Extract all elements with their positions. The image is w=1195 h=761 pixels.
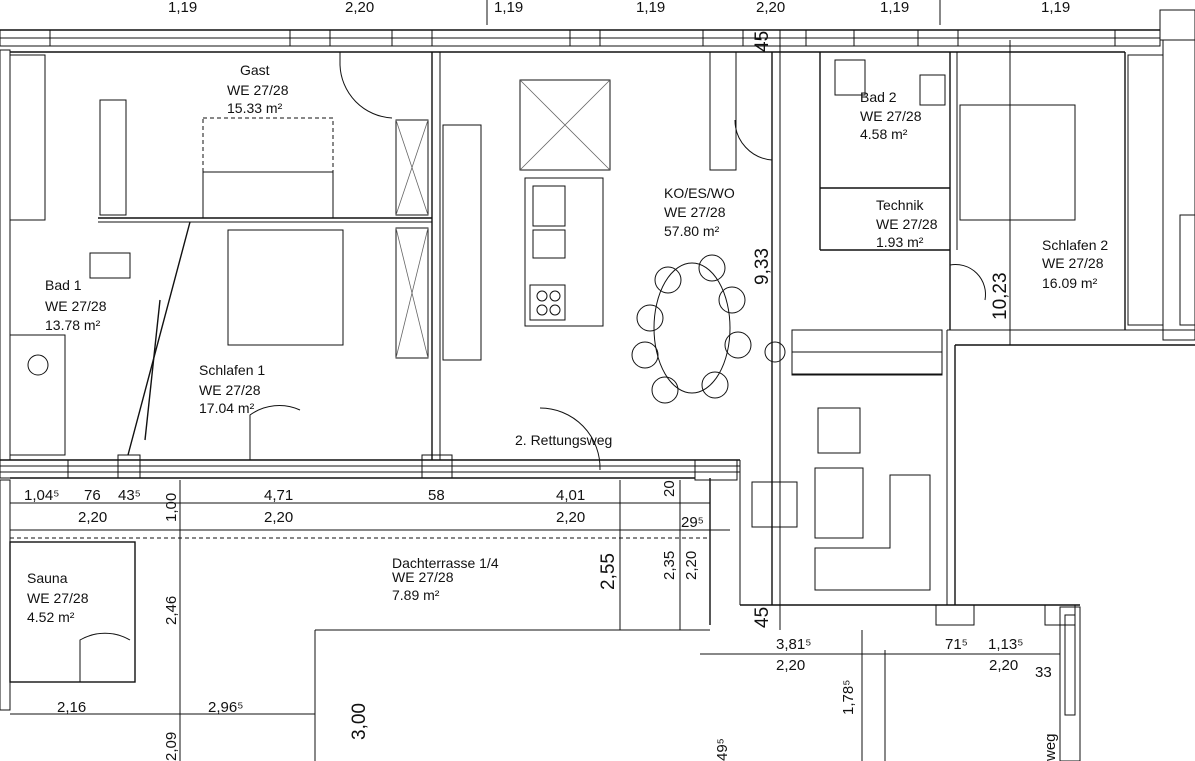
dining-table bbox=[653, 262, 731, 394]
room-unit: WE 27/28 bbox=[1042, 255, 1104, 271]
room-unit: WE 27/28 bbox=[876, 216, 938, 232]
room-name: KO/ES/WO bbox=[664, 185, 735, 201]
room-schlafen2: Schlafen 2 WE 27/28 16.09 m² bbox=[1042, 237, 1108, 291]
room-bad1: Bad 1 WE 27/28 13.78 m² bbox=[45, 277, 107, 333]
room-bad2: Bad 2 WE 27/28 4.58 m² bbox=[860, 89, 922, 142]
dim-terrace: 4,01 bbox=[556, 487, 585, 504]
room-unit: WE 27/28 bbox=[860, 108, 922, 124]
room-unit: WE 27/28 bbox=[27, 590, 89, 606]
dim-terrace: 58 bbox=[428, 487, 445, 504]
furniture bbox=[9, 51, 1195, 682]
bed-schlafen2 bbox=[959, 104, 1076, 221]
dim-sauna: 2,96⁵ bbox=[208, 699, 243, 716]
room-area: 7.89 m² bbox=[392, 587, 440, 603]
room-ko-es-wo: KO/ES/WO WE 27/28 57.80 m² bbox=[664, 185, 735, 239]
room-area: 16.09 m² bbox=[1042, 275, 1098, 291]
room-area: 4.58 m² bbox=[860, 126, 908, 142]
dim-vertical: 1,78⁵ bbox=[840, 680, 857, 715]
room-area: 13.78 m² bbox=[45, 317, 101, 333]
dim-terrace-height: 2,20 bbox=[264, 509, 293, 526]
dim-vertical: 45 bbox=[752, 31, 773, 52]
dim-vertical: 49⁵ bbox=[714, 738, 731, 761]
dim-vertical: 2,46 bbox=[163, 596, 180, 625]
room-name: Schlafen 2 bbox=[1042, 237, 1108, 253]
dim-top: 1,19 bbox=[1041, 0, 1070, 16]
dim-sauna: 2,16 bbox=[57, 699, 86, 716]
room-unit: WE 27/28 bbox=[392, 569, 454, 585]
interior-walls bbox=[9, 52, 958, 761]
dim-lower: 33 bbox=[1035, 664, 1052, 681]
dimension-lines bbox=[10, 0, 1060, 761]
left-wall bbox=[0, 49, 11, 711]
dim-terrace-height: 2,20 bbox=[78, 509, 107, 526]
dim-lower: 3,81⁵ bbox=[776, 636, 811, 653]
dim-terrace: 76 bbox=[84, 487, 101, 504]
dim-lower-height: 2,20 bbox=[989, 657, 1018, 674]
dim-terrace: 29⁵ bbox=[681, 514, 704, 531]
room-sauna: Sauna WE 27/28 4.52 m² bbox=[27, 570, 89, 625]
dim-top: 1,19 bbox=[494, 0, 523, 16]
room-area: 15.33 m² bbox=[227, 100, 283, 116]
dim-vertical: 2,35 bbox=[661, 551, 678, 580]
room-area: 57.80 m² bbox=[664, 223, 720, 239]
room-name: Gast bbox=[240, 62, 270, 78]
room-name: Schlafen 1 bbox=[199, 362, 265, 378]
top-wall bbox=[0, 9, 1195, 53]
dim-lower: 1,13⁵ bbox=[988, 636, 1023, 653]
bed-schlafen1 bbox=[227, 229, 344, 346]
dim-terrace: 43⁵ bbox=[118, 487, 141, 504]
terrace-wall bbox=[0, 329, 1195, 626]
dim-vertical: 45 bbox=[752, 607, 773, 628]
room-area: 4.52 m² bbox=[27, 609, 75, 625]
weg-label: weg bbox=[1042, 733, 1059, 761]
dim-vertical: 9,33 bbox=[752, 248, 773, 285]
dim-vertical: 20 bbox=[661, 480, 678, 497]
dim-lower-height: 2,20 bbox=[776, 657, 805, 674]
dim-top: 2,20 bbox=[345, 0, 374, 16]
room-unit: WE 27/28 bbox=[227, 82, 289, 98]
room-name: Dachterrasse 1/4 bbox=[392, 555, 499, 571]
dim-vertical: 2,09 bbox=[163, 732, 180, 761]
dim-terrace: 4,71 bbox=[264, 487, 293, 504]
dim-lower: 71⁵ bbox=[945, 636, 968, 653]
room-schlafen1: Schlafen 1 WE 27/28 17.04 m² bbox=[199, 362, 265, 416]
room-unit: WE 27/28 bbox=[45, 298, 107, 314]
dim-top: 1,19 bbox=[168, 0, 197, 16]
room-gast: Gast WE 27/28 15.33 m² bbox=[227, 62, 289, 116]
room-technik: Technik WE 27/28 1.93 m² bbox=[876, 197, 938, 250]
dim-vertical: 1,00 bbox=[163, 493, 180, 522]
dim-top: 1,19 bbox=[636, 0, 665, 16]
dim-vertical: 3,00 bbox=[349, 703, 370, 740]
room-name: Sauna bbox=[27, 570, 68, 586]
dim-vertical: 10,23 bbox=[990, 272, 1011, 320]
dim-terrace-height: 2,20 bbox=[556, 509, 585, 526]
room-name: Technik bbox=[876, 197, 924, 213]
dim-vertical: 2,20 bbox=[683, 551, 700, 580]
room-name: Bad 1 bbox=[45, 277, 82, 293]
room-unit: WE 27/28 bbox=[199, 382, 261, 398]
dim-top: 1,19 bbox=[880, 0, 909, 16]
dim-terrace: 1,04⁵ bbox=[24, 487, 59, 504]
dim-top: 2,20 bbox=[756, 0, 785, 16]
room-unit: WE 27/28 bbox=[664, 204, 726, 220]
rettungsweg-label: 2. Rettungsweg bbox=[515, 432, 612, 448]
room-dachterrasse: Dachterrasse 1/4 WE 27/28 7.89 m² bbox=[392, 555, 499, 603]
room-area: 17.04 m² bbox=[199, 400, 255, 416]
dim-vertical: 2,55 bbox=[598, 553, 619, 590]
room-area: 1.93 m² bbox=[876, 234, 924, 250]
room-name: Bad 2 bbox=[860, 89, 897, 105]
